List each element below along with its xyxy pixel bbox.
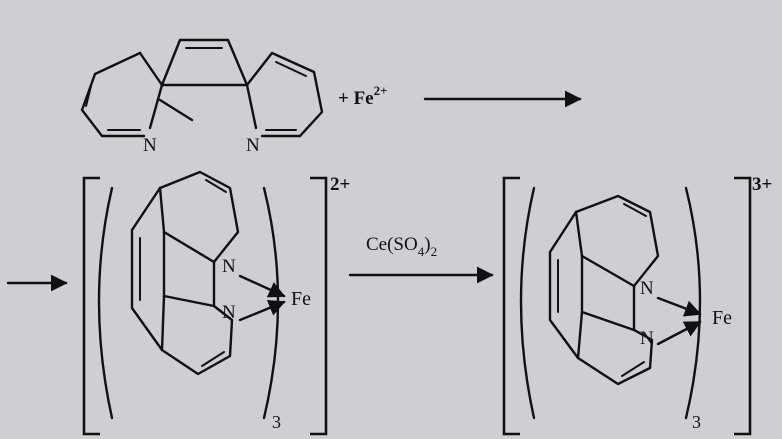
right-bracket-2	[734, 176, 752, 436]
plus-fe-label: + Fe	[338, 88, 374, 109]
fe3-charge: 3+	[752, 174, 772, 195]
phenanthroline-molecule: N N	[80, 38, 324, 156]
right-bracket-1	[310, 176, 328, 436]
reagent-close: )	[424, 234, 430, 255]
reagent-sub2: 2	[431, 244, 438, 259]
svg-text:Ce(SO4)2: Ce(SO4)2	[366, 234, 437, 259]
fe3-complex: N N 3 Fe 3+	[502, 174, 772, 436]
phen-free-n-right: N	[246, 135, 260, 156]
phen-free-n-left: N	[143, 135, 157, 156]
svg-text:+ Fe2+: + Fe2+	[338, 83, 388, 109]
reagent-sub: 4	[418, 244, 425, 259]
fe3-metal: Fe	[712, 307, 732, 329]
fe2-n-bottom: N	[222, 302, 236, 323]
close-paren-1	[262, 186, 280, 420]
fe3-n-top: N	[640, 278, 654, 299]
fe3-count: 3	[692, 412, 701, 432]
fe2-count: 3	[272, 412, 281, 432]
left-bracket-2	[502, 176, 520, 436]
close-paren-2	[684, 186, 702, 420]
left-bracket-1	[82, 176, 100, 436]
fe2-n-top: N	[222, 256, 236, 277]
fe2-complex: N N 3 Fe 2+	[82, 170, 350, 436]
reagent-label: Ce(SO	[366, 234, 418, 255]
open-paren-1	[97, 186, 114, 420]
open-paren-2	[519, 186, 536, 420]
fe3-n-bottom: N	[640, 328, 654, 349]
fe2-metal: Fe	[291, 288, 311, 310]
fe-charge: 2+	[374, 83, 388, 98]
fe2-charge: 2+	[330, 174, 350, 195]
